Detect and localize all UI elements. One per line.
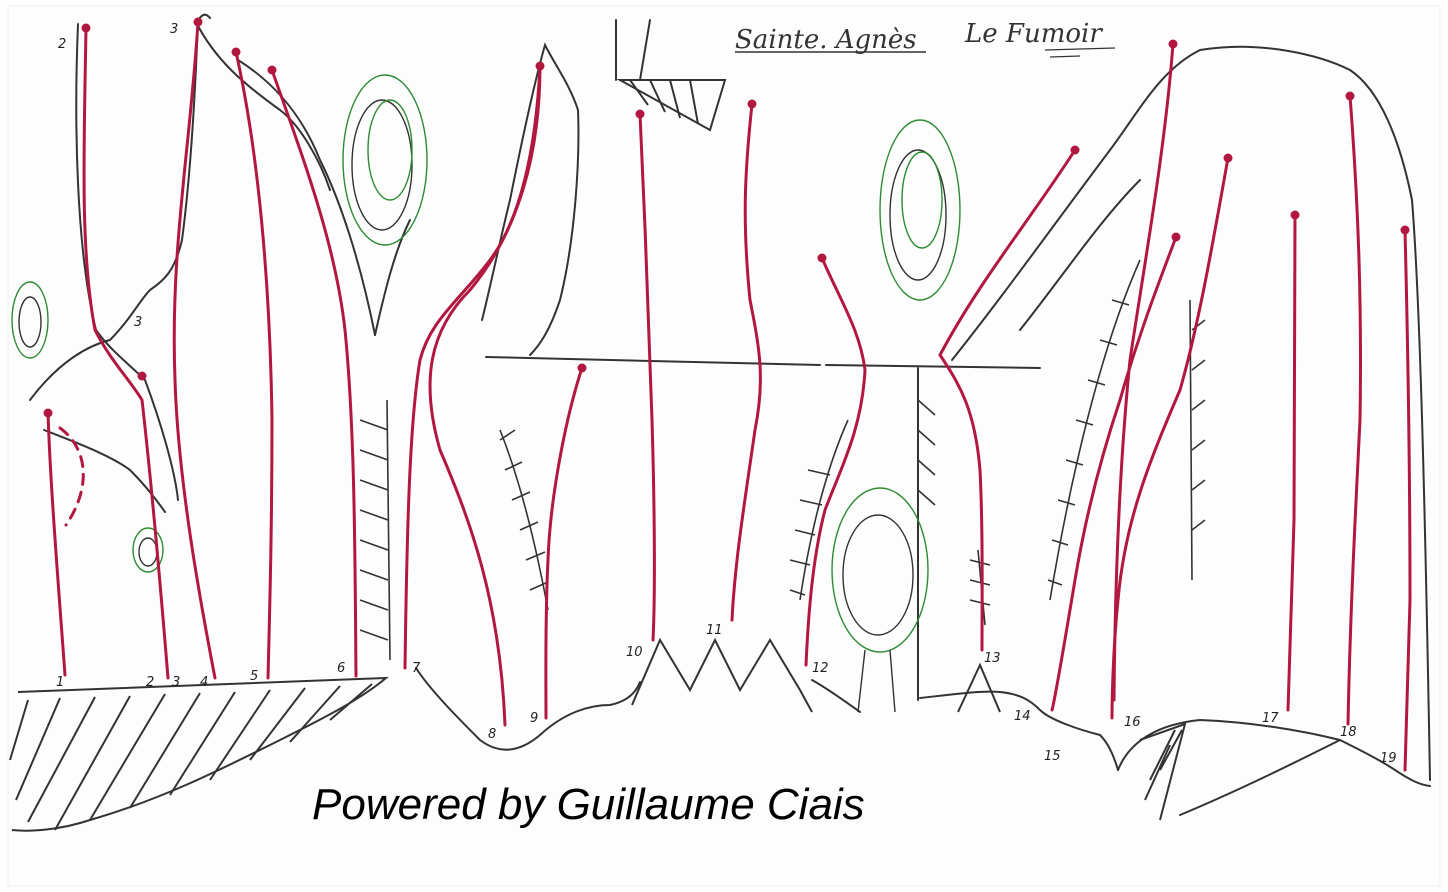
anchor-dot bbox=[232, 48, 241, 57]
anchor-dot bbox=[82, 24, 91, 33]
credit-text: Powered by Guillaume Ciais bbox=[312, 780, 865, 830]
route-number: 4 bbox=[200, 675, 208, 690]
anchor-dot bbox=[1291, 211, 1300, 220]
anchor-dot bbox=[1169, 40, 1178, 49]
route-number: 7 bbox=[412, 661, 421, 676]
anchor-dot bbox=[1224, 154, 1233, 163]
anchor-dot bbox=[268, 66, 277, 75]
route-number: 3 bbox=[170, 22, 178, 37]
anchor-dot bbox=[1071, 146, 1080, 155]
anchor-dot bbox=[748, 100, 757, 109]
anchor-dot bbox=[636, 110, 645, 119]
route-number: 3 bbox=[172, 675, 180, 690]
route-number: 6 bbox=[337, 661, 345, 676]
anchor-dot bbox=[1346, 92, 1355, 101]
anchor-dot bbox=[818, 254, 827, 263]
route-number: 19 bbox=[1380, 751, 1397, 766]
route-number: 1 bbox=[56, 675, 64, 690]
route-number: 12 bbox=[812, 661, 829, 676]
route-number: 17 bbox=[1262, 711, 1279, 726]
route-number: 9 bbox=[530, 711, 538, 726]
route-number: 13 bbox=[984, 651, 1001, 666]
route-number: 2 bbox=[58, 37, 66, 52]
route-number: 16 bbox=[1124, 715, 1141, 730]
route-number: 18 bbox=[1340, 725, 1357, 740]
route-number: 8 bbox=[488, 727, 496, 742]
route-number: 10 bbox=[626, 645, 643, 660]
anchor-dot bbox=[1172, 233, 1181, 242]
route-number: 2 bbox=[146, 675, 154, 690]
anchor-dot bbox=[44, 409, 53, 418]
route-number: 15 bbox=[1044, 749, 1061, 764]
anchor-dot bbox=[578, 364, 587, 373]
sector-name: Sainte. Agnès bbox=[735, 25, 917, 55]
route-number: 5 bbox=[250, 669, 258, 684]
anchor-dot bbox=[194, 18, 203, 27]
anchor-dot bbox=[138, 372, 147, 381]
route-number: 3 bbox=[134, 315, 142, 330]
route-number: 14 bbox=[1014, 709, 1031, 724]
paper bbox=[8, 6, 1440, 886]
crag-name: Le Fumoir bbox=[964, 19, 1103, 49]
route-number: 11 bbox=[706, 623, 723, 638]
anchor-dot bbox=[536, 62, 545, 71]
anchor-dot bbox=[1401, 226, 1410, 235]
